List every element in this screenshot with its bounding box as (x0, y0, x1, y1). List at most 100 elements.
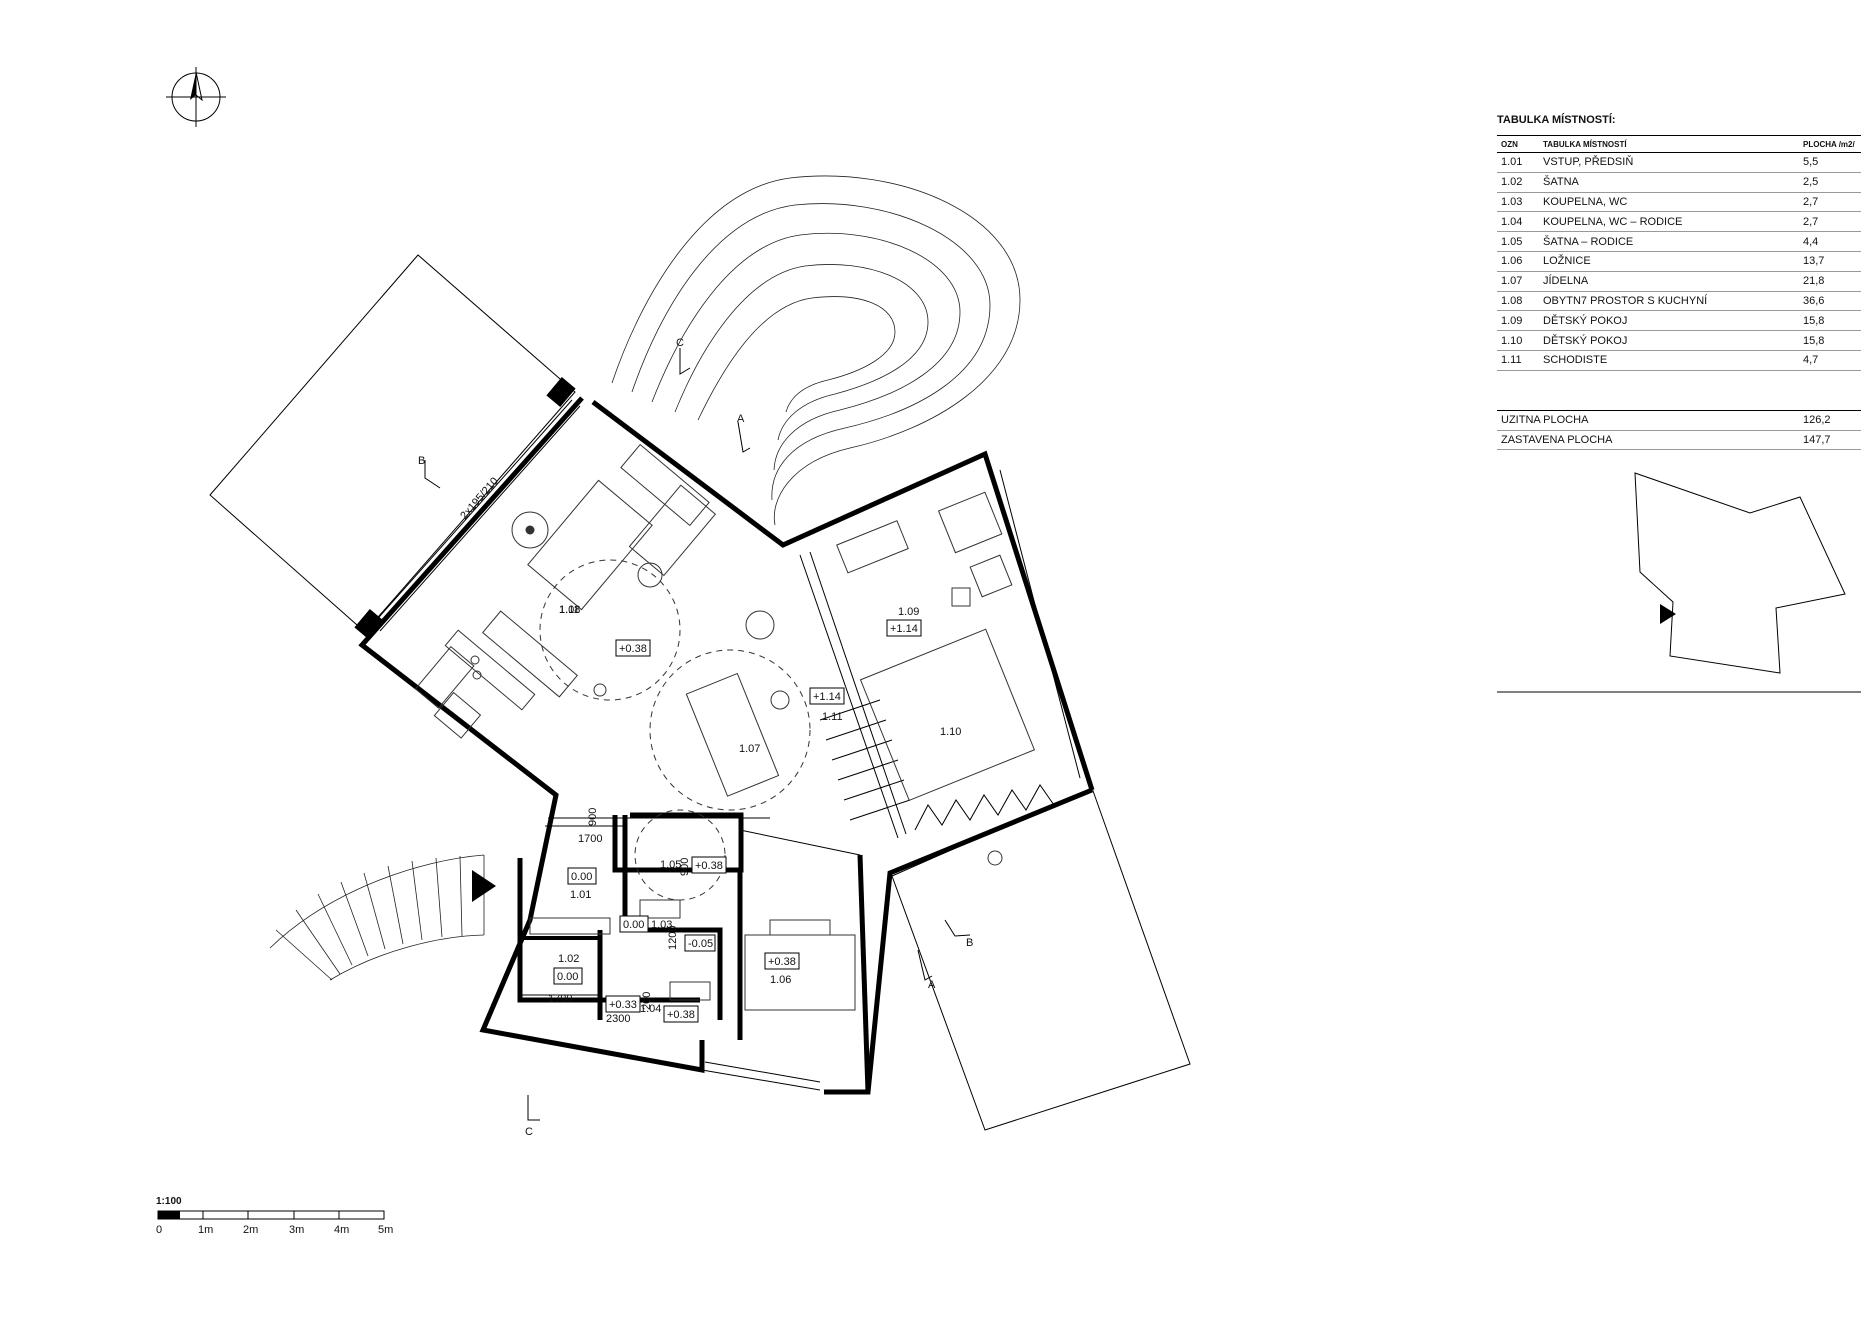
room-area: 2,7 (1799, 211, 1861, 233)
room-1-01-label: 1.01 (570, 889, 591, 901)
room-1-06-label: 1.06 (770, 974, 791, 986)
room-area: 21,8 (1799, 271, 1861, 292)
entrance-arrow-icon (472, 870, 496, 902)
svg-text:A: A (928, 979, 936, 991)
room-name: DĚTSKÝ POKOJ (1539, 310, 1799, 332)
dashed-zone-hall (634, 809, 726, 901)
room-1-05-level: +0.38 (695, 860, 723, 872)
furniture (414, 443, 1036, 1011)
garden-contour-lines (611, 175, 1021, 526)
svg-text:1m: 1m (198, 1224, 213, 1236)
room-code: 1.10 (1497, 330, 1539, 351)
room-1-02-label: 1.02 (558, 953, 579, 965)
scale-bar: 0 1m 2m 3m 4m 5m (156, 1210, 393, 1236)
room-code: 1.03 (1497, 192, 1539, 213)
section-marker-a-top: A (737, 413, 751, 453)
room-area: 15,8 (1799, 310, 1861, 332)
summary-value: 147,7 (1799, 430, 1861, 450)
room-1-03-label: 1.03 (651, 919, 672, 931)
room-1-03-level-2: -0.05 (688, 938, 713, 950)
svg-text:3m: 3m (289, 1224, 304, 1236)
room-1-05-label: 1.05 (660, 859, 681, 871)
svg-text:C: C (525, 1126, 533, 1138)
room-area: 2,5 (1799, 172, 1861, 193)
svg-text:B: B (966, 937, 973, 949)
room-1-04-level-2: +0.38 (667, 1009, 695, 1021)
room-name: KOUPELNA, WC (1539, 192, 1799, 213)
room-name: VSTUP, PŘEDSIŇ (1539, 152, 1799, 173)
svg-text:2300: 2300 (606, 1013, 630, 1025)
room-1-09-label: 1.09 (898, 606, 919, 618)
room-code: 1.01 (1497, 152, 1539, 173)
room-name: LOŽNICE (1539, 251, 1799, 272)
room-1-06-level: +0.38 (768, 956, 796, 968)
header-code: OZN (1497, 135, 1539, 153)
room-1-08-level: +0.38 (619, 643, 647, 655)
room-1-01-level: 0.00 (571, 871, 592, 883)
right-wing-glazing (799, 469, 1081, 839)
summary-label: UZITNA PLOCHA (1497, 410, 1799, 431)
svg-text:1200: 1200 (667, 926, 679, 950)
dashed-zone-dining (649, 649, 811, 811)
room-name: ŠATNA – RODICE (1539, 231, 1799, 252)
rail-zigzag (914, 784, 1055, 831)
table-row: ZASTAVENA PLOCHA 147,7 (1497, 430, 1861, 450)
room-1-11-label: 1.11 (822, 711, 843, 723)
terrace-left (209, 254, 576, 633)
room-code: 1.08 (1497, 291, 1539, 312)
svg-text:5m: 5m (378, 1224, 393, 1236)
scale-label: 1:100 (156, 1196, 182, 1207)
room-code: 1.09 (1497, 310, 1539, 332)
room-1-08-label: 1.11 (559, 604, 580, 616)
room-area: 13,7 (1799, 251, 1861, 272)
room-name: ŠATNA (1539, 172, 1799, 193)
room-code: 1.06 (1497, 251, 1539, 272)
svg-text:B: B (418, 455, 425, 467)
room-name: JÍDELNA (1539, 271, 1799, 292)
room-code: 1.11 (1497, 350, 1539, 371)
room-area: 4,7 (1799, 350, 1861, 371)
room-1-10-label: 1.10 (940, 726, 961, 738)
room-name: DĚTSKÝ POKOJ (1539, 330, 1799, 351)
section-marker-c-top: C (676, 337, 691, 375)
room-code: 1.04 (1497, 211, 1539, 233)
header-name: TABULKA MÍSTNOSTÍ (1539, 135, 1799, 153)
dashed-zone-living (539, 559, 681, 701)
room-area: 4,4 (1799, 231, 1861, 252)
room-1-11-level: +1.14 (813, 691, 841, 703)
room-1-08-label: 1.08 (559, 604, 580, 616)
svg-text:900: 900 (679, 858, 691, 876)
room-1-07-label: 1.07 (739, 743, 760, 755)
room-1-02-level: 0.00 (557, 971, 578, 983)
entrance-curved-steps (269, 854, 485, 981)
room-1-04-level: +0.33 (609, 999, 637, 1011)
svg-text:2m: 2m (243, 1224, 258, 1236)
svg-text:4m: 4m (334, 1224, 349, 1236)
interior-partitions (517, 812, 871, 1093)
room-area: 15,8 (1799, 330, 1861, 351)
area-summary: UZITNA PLOCHA 126,2 ZASTAVENA PLOCHA 147… (1497, 410, 1861, 450)
summary-label: ZASTAVENA PLOCHA (1497, 430, 1799, 450)
section-marker-a-bottom: A (917, 949, 936, 991)
room-code: 1.05 (1497, 231, 1539, 252)
dimension-labels: 1700 1700 2300 1200 900 900 200 (520, 808, 691, 1025)
room-name: OBYTN7 PROSTOR S KUCHYNÍ (1539, 291, 1799, 312)
svg-text:900: 900 (587, 808, 599, 826)
north-arrow-icon (166, 67, 226, 127)
room-table-title: TABULKA MÍSTNOSTÍ: (1497, 114, 1616, 126)
room-name: KOUPELNA, WC – RODICE (1539, 211, 1799, 233)
svg-text:1700: 1700 (578, 833, 602, 845)
section-marker-c-bottom: C (525, 1095, 540, 1138)
terrace-right (891, 787, 1191, 1131)
